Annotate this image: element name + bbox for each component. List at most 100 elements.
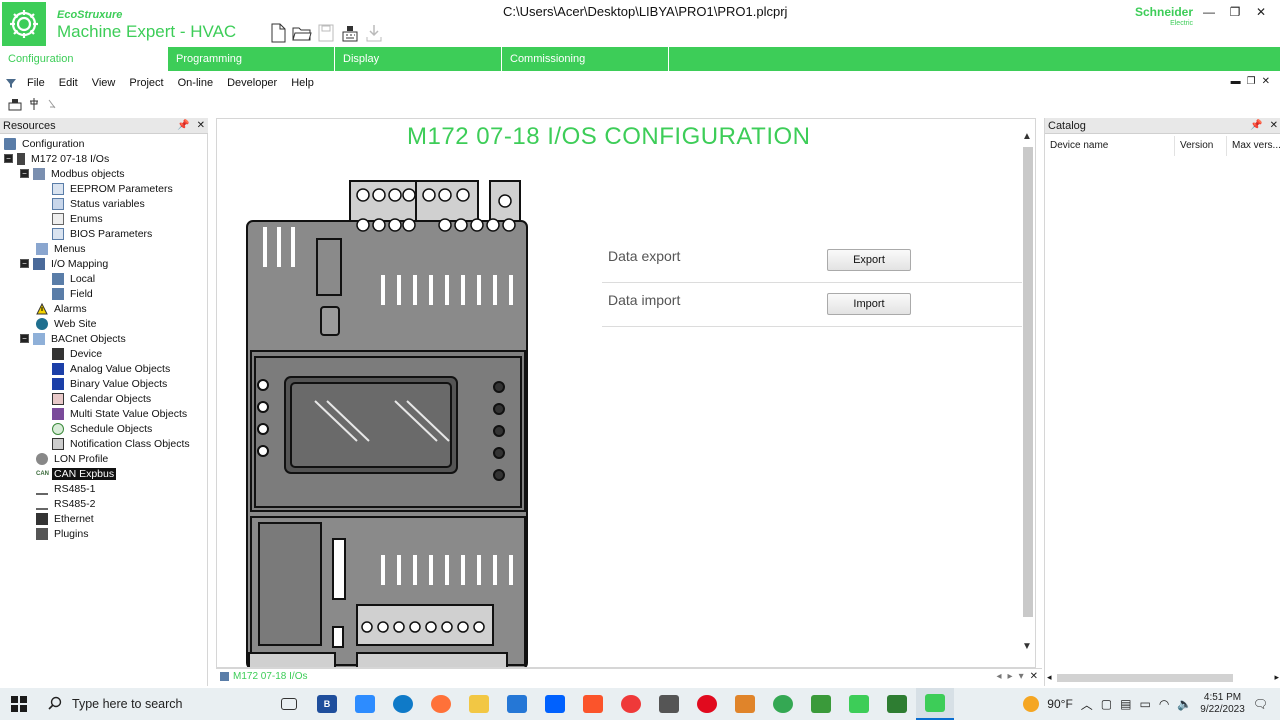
tab-next-icon[interactable]: ▸	[1007, 671, 1013, 682]
restore-icon[interactable]: ❐	[1229, 5, 1241, 19]
column-version[interactable]: Version	[1175, 136, 1227, 156]
taskbar-arrow-app-icon[interactable]	[878, 688, 916, 720]
document-tab[interactable]: M172 07-18 I/Os	[220, 671, 307, 682]
tab-list-icon[interactable]: ▾	[1018, 671, 1024, 682]
pin-icon[interactable]: 📌	[1250, 120, 1263, 131]
tree-item-m172[interactable]: − M172 07-18 I/Os	[4, 151, 111, 166]
disconnect-icon[interactable]	[46, 97, 58, 114]
tab-programming[interactable]: Programming	[168, 47, 335, 71]
tree-item-configuration[interactable]: Configuration	[4, 136, 86, 151]
notifications-icon[interactable]: 🗨	[1252, 697, 1268, 711]
tree-item-io-mapping[interactable]: − I/O Mapping	[20, 256, 110, 271]
column-device-name[interactable]: Device name	[1045, 136, 1175, 156]
chrome-icon[interactable]	[764, 688, 802, 720]
menu-file[interactable]: File	[27, 77, 45, 89]
mdi-restore-icon[interactable]: ❐	[1246, 76, 1256, 87]
compile-icon[interactable]	[340, 22, 360, 44]
import-button[interactable]: Import	[827, 293, 911, 315]
menu-online[interactable]: On-line	[177, 77, 214, 89]
save-icon[interactable]	[316, 22, 336, 44]
tree-item-analog-value[interactable]: Analog Value Objects	[52, 361, 172, 376]
tree-item-calendar[interactable]: Calendar Objects	[52, 391, 153, 406]
file-explorer-icon[interactable]	[460, 688, 498, 720]
horizontal-scrollbar[interactable]: ◂ ▸	[1045, 672, 1280, 684]
weather-temp[interactable]: 90°F	[1047, 697, 1073, 711]
mdi-close-icon[interactable]: ✕	[1261, 76, 1270, 87]
tray-network-icon[interactable]: ▤	[1120, 697, 1132, 711]
tab-configuration[interactable]: Configuration	[0, 47, 168, 71]
menu-developer[interactable]: Developer	[227, 77, 278, 89]
tab-close-icon[interactable]: ✕	[1029, 671, 1038, 682]
tray-device-icon[interactable]: ▢	[1100, 697, 1113, 711]
vertical-scrollbar[interactable]: ▲ ▼	[1021, 129, 1035, 659]
tree-item-can-expbus[interactable]: CAN CAN Expbus	[36, 466, 117, 481]
mail-icon[interactable]	[498, 688, 536, 720]
taskbar-search[interactable]: Type here to search	[38, 688, 270, 720]
scroll-thumb[interactable]	[1057, 674, 1233, 682]
taskbar-green-app-icon[interactable]	[802, 688, 840, 720]
clock[interactable]: 4:51 PM 9/22/2023	[1200, 692, 1245, 716]
tree-item-lon-profile[interactable]: LON Profile	[36, 451, 110, 466]
edge-icon[interactable]	[384, 688, 422, 720]
scroll-thumb[interactable]	[1023, 147, 1033, 617]
tree-item-ethernet[interactable]: Ethernet	[36, 511, 96, 526]
tree-item-notification-class[interactable]: Notification Class Objects	[52, 436, 192, 451]
taskbar-tool-icon[interactable]	[726, 688, 764, 720]
tree-item-bios[interactable]: BIOS Parameters	[52, 226, 154, 241]
firefox-icon[interactable]	[422, 688, 460, 720]
tree-item-web-site[interactable]: Web Site	[36, 316, 98, 331]
tree-item-rs485-2[interactable]: RS485-2	[36, 496, 97, 511]
tab-commissioning[interactable]: Commissioning	[502, 47, 669, 71]
brave-icon[interactable]	[574, 688, 612, 720]
menu-help[interactable]: Help	[291, 77, 314, 89]
opera-icon[interactable]	[688, 688, 726, 720]
tray-battery-icon[interactable]: ▭	[1139, 697, 1151, 711]
minimize-icon[interactable]: —	[1203, 5, 1215, 19]
tab-prev-icon[interactable]: ◂	[996, 671, 1002, 682]
tree-item-enums[interactable]: Enums	[52, 211, 105, 226]
new-file-icon[interactable]	[268, 22, 288, 44]
tree-item-rs485-1[interactable]: RS485-1	[36, 481, 97, 496]
tree-item-device[interactable]: Device	[52, 346, 104, 361]
tree-item-binary-value[interactable]: Binary Value Objects	[52, 376, 169, 391]
dropbox-icon[interactable]	[536, 688, 574, 720]
machine-expert-taskbar-icon[interactable]	[916, 688, 954, 720]
collapse-icon[interactable]: −	[20, 334, 29, 343]
tree-item-local[interactable]: Local	[52, 271, 97, 286]
build-icon[interactable]	[8, 97, 22, 114]
export-button[interactable]: Export	[827, 249, 911, 271]
collapse-icon[interactable]: −	[20, 259, 29, 268]
mdi-minimize-icon[interactable]: ▬	[1230, 76, 1241, 87]
scroll-up-icon[interactable]: ▲	[1022, 131, 1032, 142]
tree-item-schedule[interactable]: Schedule Objects	[52, 421, 154, 436]
collapse-icon[interactable]: −	[4, 154, 13, 163]
tab-display[interactable]: Display	[335, 47, 502, 71]
vivaldi-icon[interactable]	[612, 688, 650, 720]
tree-item-plugins[interactable]: Plugins	[36, 526, 90, 541]
task-view-icon[interactable]	[270, 688, 308, 720]
windows-start-icon[interactable]	[0, 688, 38, 720]
scroll-right-icon[interactable]: ▸	[1274, 672, 1279, 682]
collapse-icon[interactable]: −	[20, 169, 29, 178]
connect-icon[interactable]	[28, 97, 40, 114]
pin-icon[interactable]: 📌	[177, 120, 190, 131]
tree-item-eeprom[interactable]: EEPROM Parameters	[52, 181, 175, 196]
panel-close-icon[interactable]: ✕	[196, 120, 205, 131]
tree-item-field[interactable]: Field	[52, 286, 95, 301]
tree-item-multi-state[interactable]: Multi State Value Objects	[52, 406, 189, 421]
tree-item-menus[interactable]: Menus	[36, 241, 88, 256]
taskbar-doc-app-icon[interactable]	[840, 688, 878, 720]
zoom-icon[interactable]	[346, 688, 384, 720]
tray-wifi-icon[interactable]: ◠	[1158, 697, 1170, 711]
tree-item-bacnet[interactable]: − BACnet Objects	[20, 331, 128, 346]
taskbar-app-b-icon[interactable]: B	[308, 688, 346, 720]
app-menu-icon[interactable]	[2, 77, 20, 89]
download-icon[interactable]	[364, 22, 384, 44]
panel-close-icon[interactable]: ✕	[1269, 120, 1278, 131]
close-icon[interactable]: ✕	[1255, 5, 1267, 19]
logo-soft-icon[interactable]	[650, 688, 688, 720]
menu-project[interactable]: Project	[129, 77, 164, 89]
column-max-version[interactable]: Max vers...	[1232, 140, 1280, 151]
scroll-down-icon[interactable]: ▼	[1022, 641, 1032, 652]
tree-item-alarms[interactable]: Alarms	[36, 301, 89, 316]
